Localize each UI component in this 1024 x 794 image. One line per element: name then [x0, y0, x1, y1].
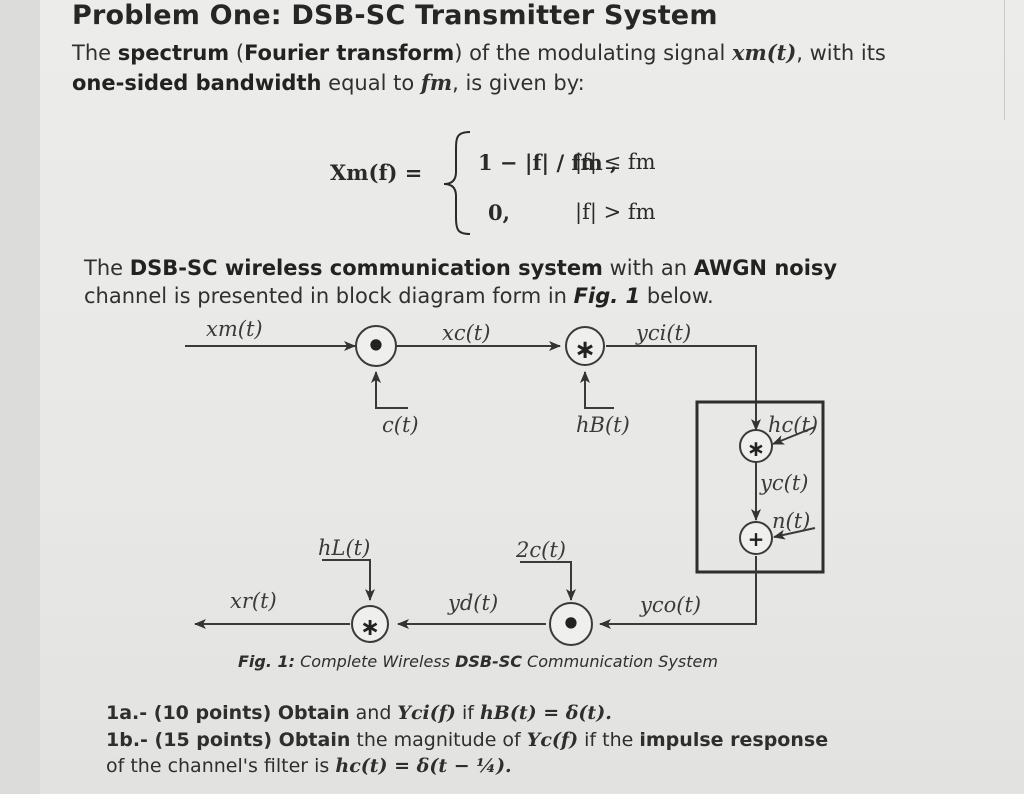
system-bold-awgn: AWGN noisy	[693, 256, 838, 280]
label-c: c(t)	[382, 413, 419, 437]
q1b-math: Yc(f)	[526, 729, 579, 751]
adder-noise	[739, 521, 773, 555]
label-yc: yc(t)	[759, 471, 808, 495]
page-edge	[1004, 0, 1005, 120]
convolver-hl	[351, 605, 389, 643]
convolver-hc	[739, 429, 773, 463]
label-hc: hc(t)	[768, 413, 818, 437]
intro-line-2: one-sided bandwidth equal to fm, is give…	[72, 70, 585, 95]
channel-box	[695, 400, 825, 574]
intro-text: , is given by:	[452, 71, 585, 95]
system-line-1: The DSB-SC wireless communication system…	[84, 256, 837, 280]
wire-hc	[772, 426, 816, 445]
equation-case2-expr: 0,	[488, 200, 510, 225]
label-2c: 2c(t)	[515, 538, 566, 562]
wire-n	[773, 527, 816, 540]
system-line-2: channel is presented in block diagram fo…	[84, 284, 714, 308]
multiplier-1-symbol: •	[366, 327, 386, 365]
system-text: channel	[84, 284, 168, 308]
q1b-bold: impulse response	[639, 729, 829, 751]
caption-text: Complete Wireless	[295, 652, 456, 671]
multiplier-2	[549, 602, 593, 646]
q1a-text: and	[349, 702, 398, 724]
system-text: with an	[602, 256, 694, 280]
question-1b-line-2: of the channel's filter is hc(t) = δ(t −…	[106, 755, 512, 777]
system-fig-ref: Fig. 1	[573, 284, 641, 308]
q1b-math: hc(t) = δ(t − ¼).	[335, 755, 512, 777]
wire-hl	[322, 559, 375, 601]
q1a-math: Yci(f)	[397, 702, 456, 724]
label-xc: xc(t)	[442, 321, 490, 345]
label-yd: yd(t)	[447, 591, 498, 615]
system-text: below.	[640, 284, 714, 308]
label-xr: xr(t)	[230, 589, 277, 613]
intro-text: , with its	[796, 41, 886, 65]
intro-line-1: The spectrum (Fourier transform) of the …	[72, 40, 886, 65]
q1a-math: hB(t) = δ(t).	[479, 702, 612, 724]
equation-lhs: Xm(f) =	[330, 160, 423, 185]
question-1a: 1a.- (10 points) Obtain and Yci(f) if hB…	[106, 702, 612, 724]
q1b-number: 1b.- (15 points)	[106, 729, 273, 751]
wire-yco	[599, 556, 757, 629]
equation-brace	[443, 131, 471, 235]
wire-2c	[520, 561, 576, 601]
intro-bold-bandwidth: one-sided bandwidth	[72, 71, 322, 95]
system-bold: DSB-SC wireless communication system	[129, 256, 603, 280]
equation-case2-cond: |f| > fm	[575, 200, 656, 224]
caption-label: Fig. 1:	[238, 652, 296, 671]
convolver-hc-symbol: ∗	[747, 437, 765, 462]
label-xm: xm(t)	[206, 317, 263, 341]
equation-case1-expr: 1 − |f| / fm ,	[478, 150, 618, 175]
intro-bold-spectrum: spectrum	[117, 41, 230, 65]
multiplier-2-symbol: •	[561, 605, 581, 643]
page-sheet	[40, 0, 1024, 794]
q1a-number: 1a.- (10 points)	[106, 702, 272, 724]
q1b-text: if the	[578, 729, 640, 751]
question-1b-line-1: 1b.- (15 points) Obtain the magnitude of…	[106, 729, 828, 751]
convolver-hl-symbol: ∗	[360, 613, 380, 641]
q1a-obtain: Obtain	[271, 702, 350, 724]
q1b-text: the magnitude of	[350, 729, 527, 751]
equation-case1-cond: |f| ≤ fm	[575, 150, 656, 174]
wire-hb	[580, 371, 614, 409]
label-n: n(t)	[772, 509, 810, 533]
label-yco: yco(t)	[639, 593, 701, 617]
convolver-hb-symbol: ∗	[574, 335, 596, 365]
problem-title: Problem One: DSB-SC Transmitter System	[72, 0, 718, 31]
system-text: is presented in block diagram form in	[167, 284, 574, 308]
multiplier-1	[355, 325, 397, 367]
figure-caption: Fig. 1: Complete Wireless DSB-SC Communi…	[238, 652, 718, 671]
system-text: The	[84, 256, 130, 280]
caption-text: Communication System	[521, 652, 718, 671]
intro-signal-symbol: xm(t)	[731, 40, 797, 65]
adder-symbol: +	[748, 527, 765, 551]
wire-c	[371, 371, 408, 409]
intro-text: (	[229, 41, 245, 65]
label-yci: yci(t)	[635, 321, 691, 345]
intro-bandwidth-symbol: fm	[420, 70, 453, 95]
intro-text: equal to	[321, 71, 421, 95]
intro-bold-fourier: Fourier transform	[244, 41, 455, 65]
q1b-text: of the channel's filter is	[106, 755, 336, 777]
intro-text: ) of the modulating signal	[454, 41, 732, 65]
intro-text: The	[72, 41, 118, 65]
q1a-text: if	[455, 702, 480, 724]
label-hl: hL(t)	[318, 536, 370, 560]
label-hb: hB(t)	[576, 413, 630, 437]
convolver-hb	[565, 326, 605, 366]
q1b-obtain: Obtain	[272, 729, 351, 751]
caption-bold: DSB-SC	[455, 652, 522, 671]
